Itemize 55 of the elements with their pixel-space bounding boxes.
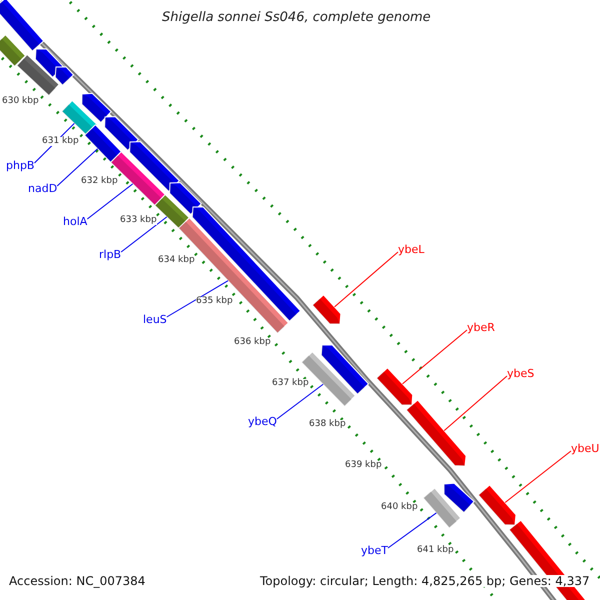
tick-label: 641 kbp xyxy=(417,546,454,555)
gene-block xyxy=(84,124,122,163)
tick-label: 631 kbp xyxy=(42,137,79,146)
gene-feature xyxy=(169,182,202,216)
gene-block xyxy=(61,100,98,136)
gene-feature xyxy=(104,116,140,152)
gene-label: ybeT xyxy=(361,545,388,556)
gene-feature xyxy=(54,66,74,86)
gene-block xyxy=(0,34,26,67)
gene-feature xyxy=(444,482,475,514)
gene-block xyxy=(422,487,462,529)
gene-feature xyxy=(376,367,414,406)
gene-block xyxy=(178,217,290,334)
gene-label: ybeS xyxy=(507,368,534,379)
leader-line xyxy=(56,148,98,186)
leader-line xyxy=(166,280,229,318)
gene-label: ybeU xyxy=(571,443,600,454)
leader-line xyxy=(387,512,437,548)
leader-line xyxy=(120,216,168,252)
tick-label: 637 kbp xyxy=(272,379,309,388)
tick-label: 634 kbp xyxy=(158,256,195,265)
gene-label: leuS xyxy=(143,314,167,325)
tick-label: 633 kbp xyxy=(120,216,157,225)
footer-text: Accession: NC_007384 xyxy=(9,575,146,587)
gene-feature xyxy=(406,399,467,467)
gene-label: holA xyxy=(63,216,88,227)
leader-line xyxy=(402,330,468,384)
gene-label: phpB xyxy=(6,160,34,171)
tick-label: 635 kbp xyxy=(196,297,233,306)
leader-line xyxy=(276,384,324,420)
gene-label: nadD xyxy=(28,183,58,194)
tick-label: 632 kbp xyxy=(81,177,118,186)
gene-feature xyxy=(320,344,370,395)
tick-label: 640 kbp xyxy=(381,503,418,512)
gene-feature xyxy=(34,48,64,78)
gene-label: rlpB xyxy=(99,249,122,260)
gene-label: ybeQ xyxy=(248,416,277,427)
title: Shigella sonnei Ss046, complete genome xyxy=(162,11,431,24)
gene-feature xyxy=(312,294,342,324)
leader-line xyxy=(504,450,572,504)
gene-label: ybeR xyxy=(467,322,495,333)
tick-label: 630 kbp xyxy=(2,97,39,106)
tick-label: 638 kbp xyxy=(309,420,346,429)
leader-line xyxy=(444,376,508,432)
gene-feature xyxy=(478,484,516,526)
leader-line xyxy=(86,183,134,220)
gene-label: ybeL xyxy=(398,244,424,255)
gene-block xyxy=(0,0,44,52)
gene-block xyxy=(16,54,60,96)
gene-feature xyxy=(129,141,180,192)
leader-line xyxy=(334,252,398,308)
gene-feature xyxy=(81,92,112,124)
tick-label: 639 kbp xyxy=(345,461,382,470)
footer-text: Topology: circular; Length: 4,825,265 bp; Genes: 4,337 xyxy=(260,575,590,587)
tick-label: 636 kbp xyxy=(234,338,271,347)
